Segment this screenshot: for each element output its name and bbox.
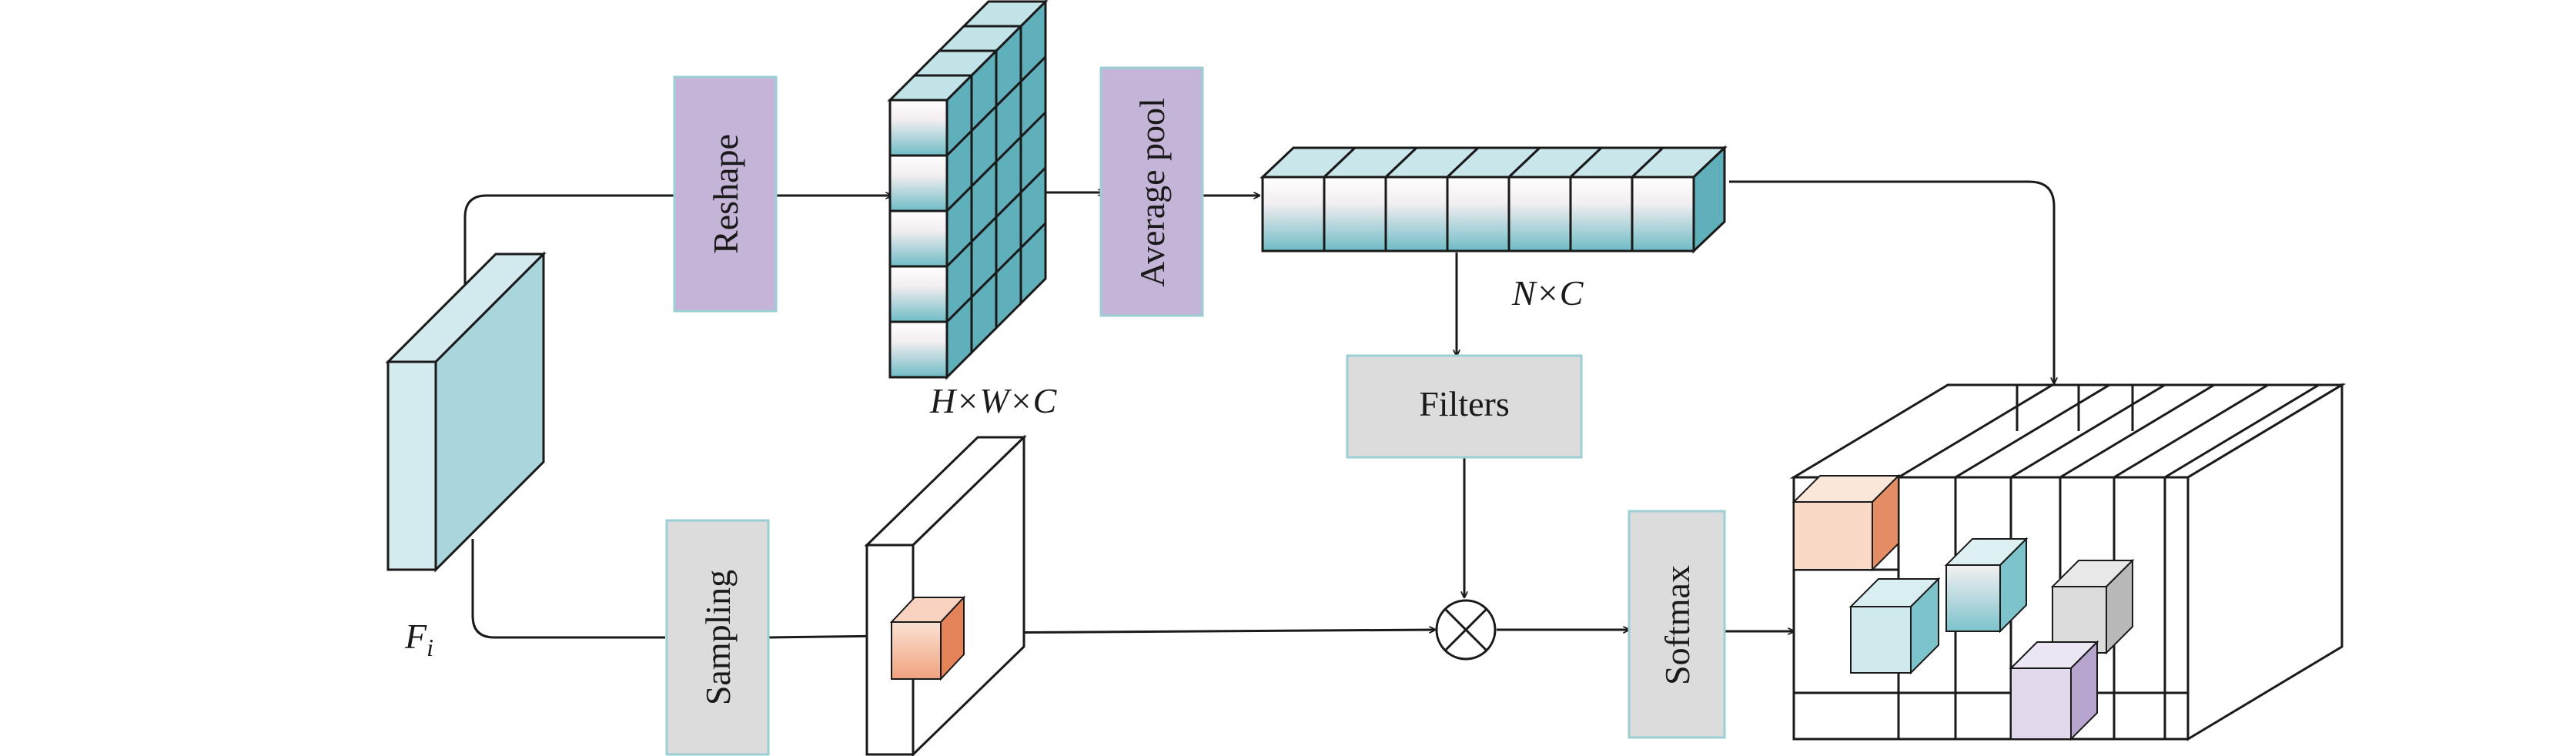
nc-vector-front-cell	[1507, 176, 1572, 253]
hwc-cube-front-cell	[888, 265, 948, 323]
nc-vector-front-cell	[1569, 176, 1634, 253]
sampling-slab	[864, 434, 1027, 756]
sampling-label: Sampling	[698, 570, 738, 705]
filters-block: Filters	[1346, 354, 1583, 459]
hwc-cube-front-cell	[888, 154, 948, 212]
input-feature-slab	[385, 251, 547, 573]
nc-vector-front-cell	[1384, 176, 1449, 253]
reshape-label: Reshape	[706, 134, 745, 254]
output-orange-cube-front	[1793, 501, 1873, 570]
average-pool-label: Average pool	[1132, 98, 1172, 287]
nc-label: N×C	[1511, 273, 1584, 313]
output-teal-cube-front	[1850, 606, 1912, 674]
connector-lines	[463, 180, 2054, 637]
output-slice-top-line	[1898, 383, 2053, 479]
fi-label: Fi	[404, 617, 433, 661]
output-slice-top-line	[1955, 383, 2110, 479]
average-pool-block: Average pool	[1099, 66, 1204, 317]
nc-vector-front-cell	[1261, 176, 1326, 253]
nc-vector-front-cell	[1631, 176, 1695, 253]
output-lavender-cube-front	[2010, 667, 2072, 740]
hwc-feature-cube	[887, 0, 1049, 380]
softmax-label: Softmax	[1658, 565, 1697, 685]
output-volume	[1789, 383, 2347, 741]
nc-vector-front-cell	[1323, 176, 1387, 253]
reshape-block: Reshape	[673, 75, 778, 313]
output-teal-cube-2-front	[1945, 564, 2001, 632]
nc-feature-vector	[1260, 145, 1728, 254]
multiply-node	[1435, 599, 1497, 661]
sampled-orange-cube	[889, 595, 966, 681]
hwc-cube-front-cell	[888, 99, 948, 157]
softmax-block: Softmax	[1628, 510, 1726, 739]
output-slice-top-line	[2010, 383, 2166, 479]
output-slice-top-line	[2059, 383, 2215, 479]
output-slice-top-line	[2164, 383, 2320, 479]
sampling-block: Sampling	[665, 519, 770, 756]
hwc-cube-front-cell	[888, 209, 948, 268]
nc-vector-front-cell	[1446, 176, 1510, 253]
hwc-label: H×W×C	[929, 381, 1058, 420]
hwc-cube-front-cell	[888, 320, 948, 379]
filters-label: Filters	[1419, 384, 1510, 423]
output-slice-top-line	[2113, 383, 2269, 479]
